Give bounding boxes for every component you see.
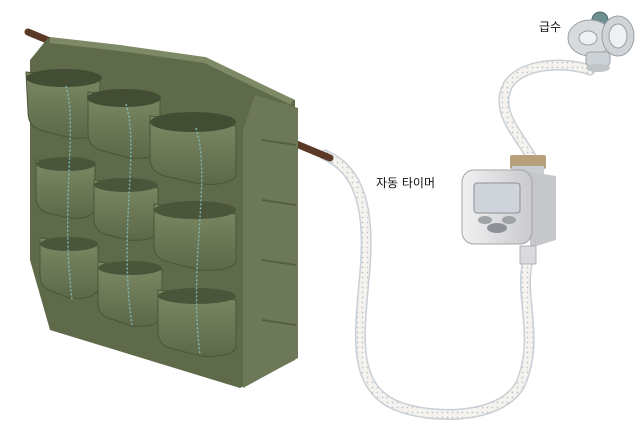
pot-r1-c2 — [87, 89, 161, 159]
label-auto-timer: 자동 타이머 — [376, 176, 436, 190]
pot-r1-c3 — [149, 112, 237, 185]
pot-r3-c2 — [97, 261, 163, 327]
faucet-icon — [567, 11, 635, 72]
timer-button-left — [478, 216, 492, 224]
pot-r2-c1 — [35, 157, 96, 219]
timer-screen — [473, 182, 521, 214]
timer-outlet — [519, 245, 537, 265]
hose-timer-to-planter — [319, 149, 535, 421]
wall-planter — [25, 37, 298, 388]
pot-r2-c2 — [93, 178, 159, 241]
timer-top-coupler — [510, 155, 546, 169]
timer-device — [461, 155, 556, 265]
hose-supply-to-timer — [498, 59, 596, 164]
pot-r2-c3 — [153, 201, 237, 271]
pot-r3-c3 — [157, 288, 237, 357]
pot-r1-c1 — [25, 69, 102, 139]
label-water-supply: 급수 — [539, 20, 562, 34]
drip-lines — [65, 85, 203, 356]
planter-side — [243, 95, 298, 388]
planter-pots — [25, 69, 237, 357]
pot-r3-c1 — [39, 237, 99, 299]
timer-button-right — [502, 216, 516, 224]
timer-button-center — [487, 223, 507, 233]
